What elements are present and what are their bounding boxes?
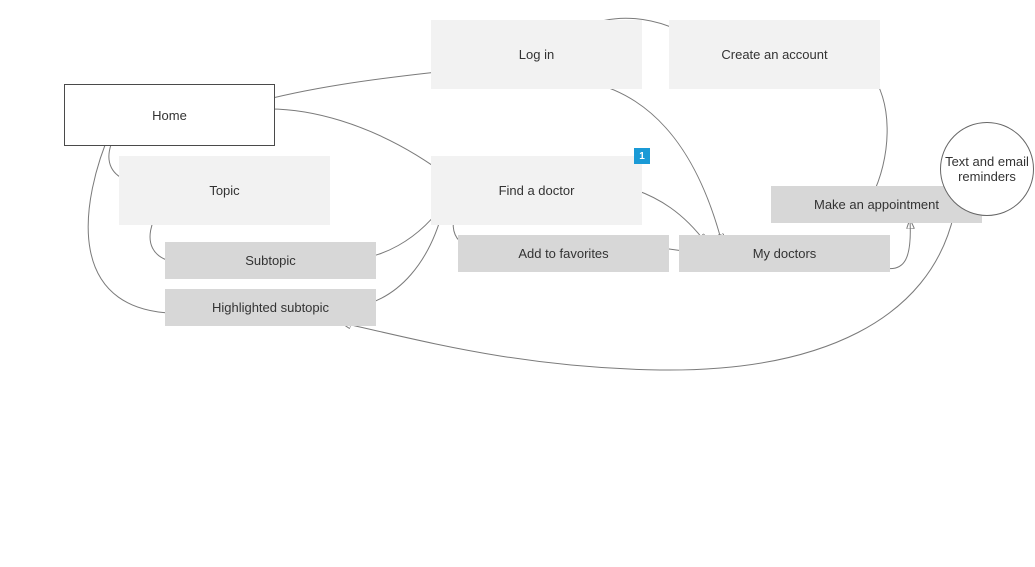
- node-make-appointment[interactable]: Make an appointment: [771, 186, 982, 223]
- annotation-badge[interactable]: 1: [634, 148, 650, 164]
- node-reminders[interactable]: Text and email reminders: [940, 122, 1034, 216]
- node-highlighted-subtopic-label: Highlighted subtopic: [211, 300, 330, 315]
- node-add-favorites-label: Add to favorites: [518, 246, 609, 261]
- node-home[interactable]: Home: [64, 84, 275, 146]
- node-make-appointment-label: Make an appointment: [813, 197, 940, 212]
- edge-make-appointment-to-create-account: [870, 72, 888, 197]
- node-create-account[interactable]: Create an account: [669, 20, 880, 89]
- node-my-doctors[interactable]: My doctors: [679, 235, 890, 272]
- node-find-doctor-label: Find a doctor: [498, 183, 575, 198]
- node-reminders-label: Text and email reminders: [945, 154, 1029, 184]
- node-subtopic[interactable]: Subtopic: [165, 242, 376, 279]
- node-topic-label: Topic: [209, 183, 240, 198]
- node-login-label: Log in: [518, 47, 555, 62]
- node-subtopic-label: Subtopic: [245, 253, 296, 268]
- node-topic[interactable]: Topic: [119, 156, 330, 225]
- annotation-badge-number: 1: [639, 150, 645, 162]
- node-add-favorites[interactable]: Add to favorites: [458, 235, 669, 272]
- node-my-doctors-label: My doctors: [752, 246, 817, 261]
- node-create-account-label: Create an account: [721, 47, 828, 62]
- node-find-doctor[interactable]: Find a doctor: [431, 156, 642, 225]
- node-home-label: Home: [152, 107, 187, 123]
- node-highlighted-subtopic[interactable]: Highlighted subtopic: [165, 289, 376, 326]
- node-login[interactable]: Log in: [431, 20, 642, 89]
